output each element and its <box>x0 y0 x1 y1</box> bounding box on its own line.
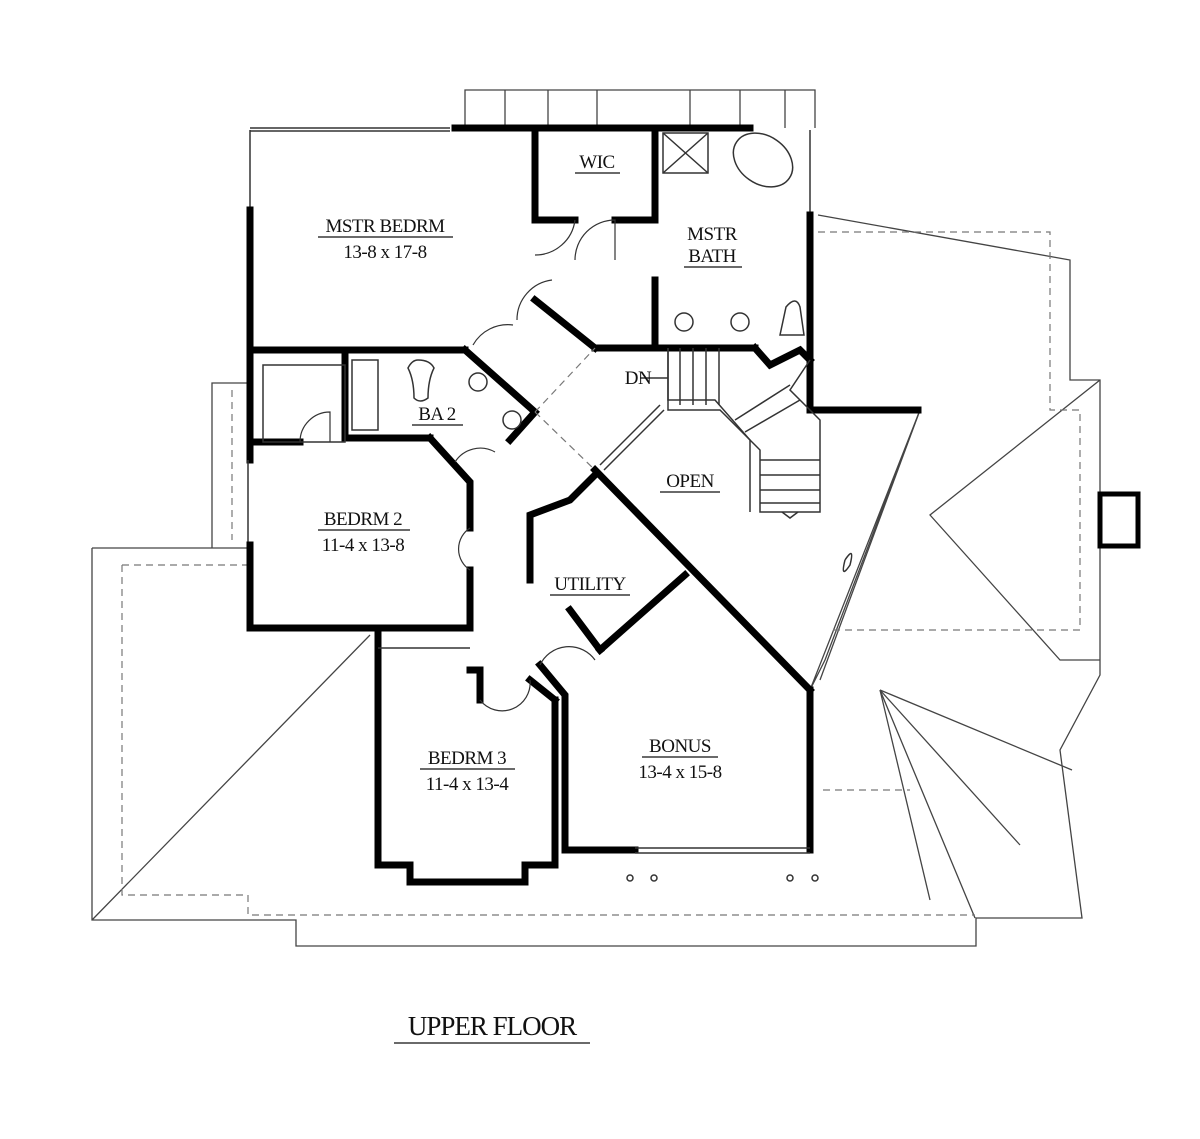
room-label-wic: WIC <box>575 152 620 174</box>
room-label-master-bedroom: MSTR BEDRM 13-8 x 17-8 <box>318 216 453 263</box>
roof-eave-dashes <box>121 231 1081 916</box>
roof-outline <box>91 89 1141 947</box>
room-name: BA 2 <box>418 404 456 425</box>
room-label-bath2: BA 2 <box>412 404 463 426</box>
plan-title-text: UPPER FLOOR <box>408 1011 577 1041</box>
fixtures <box>262 132 805 443</box>
room-name: MSTR BEDRM <box>325 216 445 237</box>
room-name: UTILITY <box>554 574 626 595</box>
room-name-line1: MSTR <box>687 224 738 245</box>
room-size: 13-4 x 15-8 <box>638 762 721 783</box>
room-name-line2: BATH <box>688 246 736 267</box>
room-name: BONUS <box>649 736 711 757</box>
room-size: 13-8 x 17-8 <box>343 242 426 263</box>
room-name: OPEN <box>666 471 714 492</box>
room-label-utility: UTILITY <box>550 574 630 596</box>
staircase <box>599 348 821 519</box>
room-label-bonus: BONUS 13-4 x 15-8 <box>638 736 722 783</box>
room-label-bedroom3: BEDRM 3 11-4 x 13-4 <box>420 748 515 795</box>
room-name: BEDRM 3 <box>428 748 506 769</box>
room-size: 11-4 x 13-8 <box>322 535 404 556</box>
plan-title: UPPER FLOOR <box>394 1011 590 1044</box>
room-name: WIC <box>579 152 614 173</box>
stairs-down-label: DN <box>625 368 652 389</box>
room-label-bedroom2: BEDRM 2 11-4 x 13-8 <box>318 509 410 556</box>
room-size: 11-4 x 13-4 <box>426 774 509 795</box>
room-name: BEDRM 2 <box>324 509 402 530</box>
room-label-master-bath: MSTR BATH <box>684 224 742 268</box>
room-label-open: OPEN <box>660 471 720 493</box>
doors <box>299 219 853 882</box>
